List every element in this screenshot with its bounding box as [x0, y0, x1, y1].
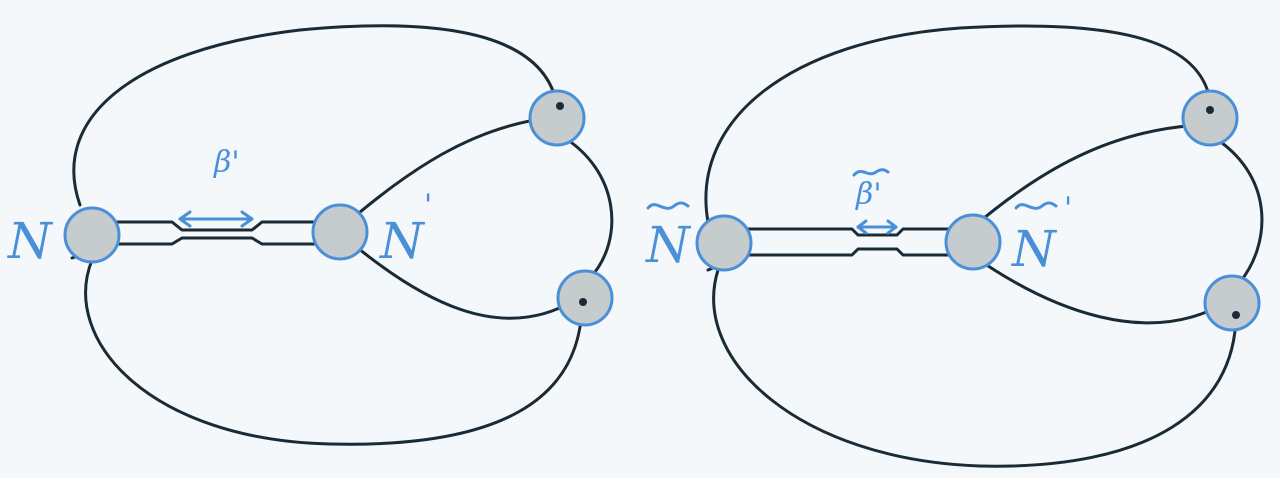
left-label-beta: β' — [213, 145, 240, 180]
left-band-top — [110, 220, 320, 232]
left-inner-bottom-curve — [346, 238, 577, 320]
right-label-prime: ' — [1064, 191, 1072, 226]
right-diagram: N N ' β' — [645, 24, 1264, 468]
left-cross-curve — [558, 133, 614, 280]
tilde-mark — [852, 168, 890, 177]
left-endpoint-bottom — [579, 298, 587, 306]
left-node-top-right — [528, 89, 586, 147]
right-inner-top-curve — [970, 123, 1202, 230]
left-node-n — [63, 206, 121, 264]
right-node-n-prime — [944, 213, 1002, 271]
left-node-n-prime — [311, 203, 369, 261]
right-label-n-prime: N — [1011, 220, 1058, 278]
right-endpoint-bottom — [1232, 311, 1240, 319]
tilde-mark — [646, 201, 690, 210]
right-cross-curve — [1216, 138, 1264, 284]
left-band-bottom — [110, 236, 320, 246]
right-endpoint-top — [1206, 106, 1214, 114]
left-node-bottom-right — [556, 269, 614, 327]
right-outer-bottom-curve — [712, 268, 1238, 468]
right-inner-bottom-curve — [970, 253, 1232, 325]
double-arrow-icon — [856, 219, 898, 235]
tilde-mark — [1014, 201, 1058, 210]
right-node-top-right — [1181, 89, 1239, 147]
right-band-bottom — [743, 247, 952, 257]
left-outer-top-curve — [72, 24, 559, 207]
right-label-n: N — [645, 216, 692, 274]
right-label-beta: β' — [855, 177, 882, 212]
left-endpoint-top — [556, 102, 564, 110]
left-diagram: N N ' β' — [7, 24, 614, 446]
double-arrow-icon — [178, 210, 254, 228]
left-label-n-prime: N — [379, 212, 426, 270]
left-label-prime: ' — [424, 188, 432, 223]
right-node-bottom-right — [1203, 274, 1261, 332]
right-band-top — [743, 227, 952, 237]
right-outer-top-curve — [704, 24, 1212, 224]
right-node-n — [695, 214, 753, 272]
left-label-n: N — [7, 212, 54, 270]
left-outer-bottom-curve — [84, 258, 584, 446]
left-inner-top-curve — [346, 116, 550, 224]
